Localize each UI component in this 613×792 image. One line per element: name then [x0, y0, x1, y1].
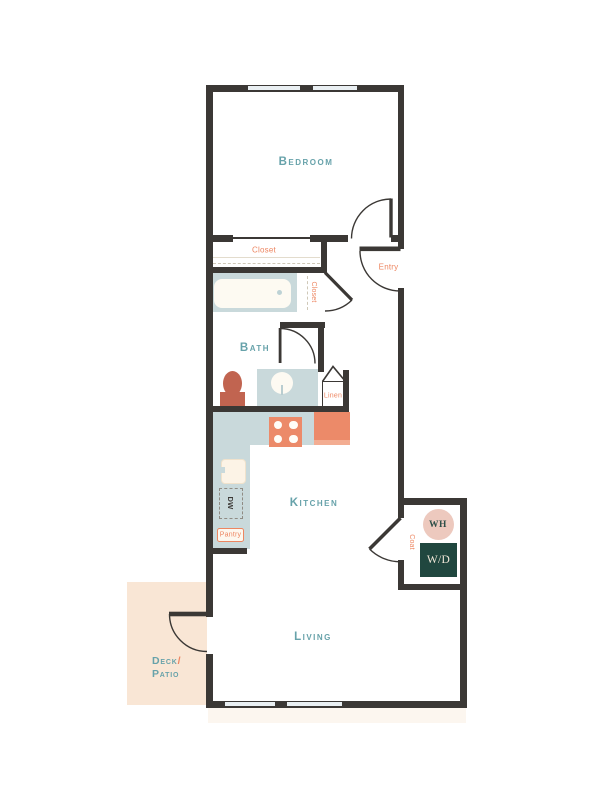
water-heater-circle — [422, 509, 454, 540]
window-bedroom-2 — [313, 86, 357, 91]
small-closet-door-leaf — [323, 271, 354, 302]
hall-vertical-wall — [318, 327, 324, 372]
deck-label-slash: / — [177, 655, 182, 667]
washer-dryer-label: W/D — [426, 554, 451, 566]
coat-closet-door-arc — [369, 548, 401, 563]
linen-right-wall — [343, 370, 349, 412]
wall-top — [206, 85, 404, 92]
refrigerator-band — [313, 440, 350, 445]
living-label: Living — [294, 630, 332, 643]
wd-closet-right-wall — [460, 498, 467, 708]
window-living-1 — [225, 702, 275, 707]
toilet-bowl — [222, 371, 242, 396]
stove-burner — [273, 434, 283, 444]
deck-label-line1: Deck — [152, 655, 178, 667]
linen-label: Linen — [323, 392, 343, 400]
dishwasher-label: DW — [226, 496, 235, 510]
closet-bypass-doors-line — [233, 237, 310, 240]
bedroom-bottom-wall-left — [206, 235, 233, 242]
wall-right-mid — [397, 288, 404, 518]
bedroom-bottom-wall-mid — [310, 235, 348, 242]
sink-faucet — [281, 385, 283, 395]
kitchen-label: Kitchen — [289, 497, 339, 509]
hall-horizontal-wall — [280, 321, 325, 328]
toilet-tank — [219, 391, 245, 406]
stove-burner — [273, 420, 283, 430]
water-heater-label: WH — [429, 520, 447, 530]
pantry-box — [216, 527, 244, 542]
bath-bottom-wall — [206, 405, 348, 412]
closet-main-label: Closet — [252, 245, 276, 255]
coat-label: Coat — [408, 534, 415, 550]
window-living-2 — [287, 702, 342, 707]
small-closet-rod-line — [306, 276, 308, 310]
bedroom-door-leaf — [389, 198, 393, 238]
wall-right-wd-lower — [397, 560, 404, 590]
deck-patio-area — [126, 581, 207, 705]
sink-basin — [271, 371, 293, 394]
bath-label: Bath — [239, 341, 271, 354]
dishwasher-box — [218, 487, 243, 519]
closet-small-label: Closet — [310, 281, 317, 303]
wall-left-lower — [206, 654, 213, 708]
deck-light-strip — [208, 708, 466, 723]
kitchen-sink-notch — [220, 466, 225, 473]
entry-door-leaf — [359, 246, 401, 252]
refrigerator — [313, 412, 350, 445]
small-closet-door-arc — [324, 299, 353, 312]
stove-burner — [289, 420, 298, 430]
wd-closet-bottom-wall — [397, 583, 467, 590]
bedroom-door-arc — [350, 198, 392, 239]
closet-right-wall — [320, 241, 327, 267]
closet-shelf-line — [213, 256, 320, 258]
closet-rod-dashed-line — [213, 262, 320, 264]
deck-patio-label: Deck/ Patio — [152, 655, 181, 681]
bedroom-bottom-wall-post — [390, 235, 404, 242]
stove — [269, 416, 302, 447]
wd-closet-top-wall — [397, 498, 467, 505]
pantry-label: Pantry — [219, 531, 242, 538]
wall-right-upper — [397, 85, 404, 249]
bath-door-arc — [279, 327, 316, 364]
kitchen-sink — [221, 458, 246, 484]
window-bedroom-1 — [248, 86, 300, 91]
pantry-bottom-stub-wall — [208, 548, 247, 554]
washer-dryer-box — [419, 542, 457, 577]
bedroom-label: Bedroom — [278, 156, 334, 168]
wall-left-upper — [206, 85, 213, 617]
coat-closet-door-leaf — [368, 516, 402, 551]
deck-label-line2: Patio — [152, 668, 180, 680]
closet-bottom-wall — [206, 266, 327, 273]
entry-label: Entry — [378, 262, 399, 271]
bathtub-drain — [276, 290, 282, 295]
entry-door-arc — [359, 250, 401, 292]
stove-burner — [289, 434, 298, 444]
bath-door-leaf — [278, 328, 282, 363]
